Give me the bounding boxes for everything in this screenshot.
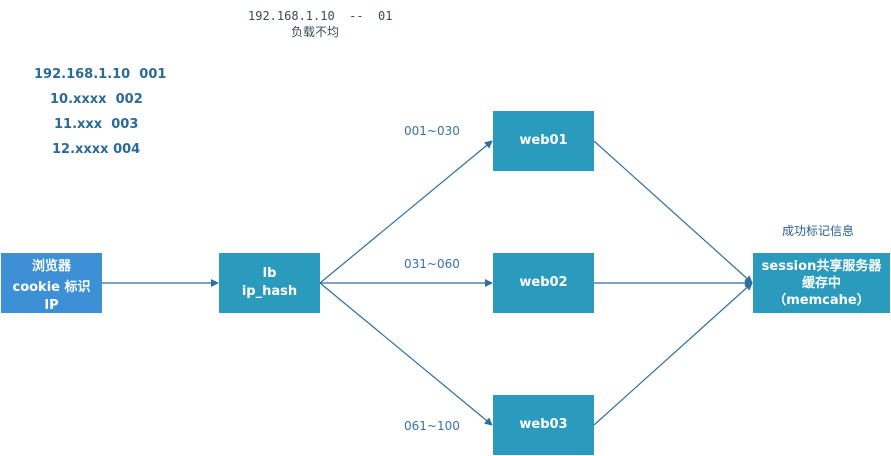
web01-node: web01 [493,111,594,171]
edge-lb-to-web03 [319,282,493,426]
browser-node-ip: IP [44,298,59,313]
success-mark-label: 成功标记信息 [782,224,855,238]
ip-mapping-line-2: 10.xxxx 002 [50,92,143,107]
top-note-uneven-load: 负载不均 [291,25,340,39]
web03-node: web03 [493,395,594,455]
session-server-cache: 缓存中 [801,275,841,291]
edge-label-web01-range: 001~030 [404,124,460,138]
load-balancer-node: lb ip_hash [219,253,320,313]
browser-node-title: 浏览器 [31,259,71,274]
session-server-memcache: （memcahe） [773,292,870,308]
edge-lb-to-web01 [319,140,493,284]
ip-mapping-line-4: 12.xxxx 004 [52,142,141,157]
web02-label: web02 [519,275,568,290]
ip-mapping-line-3: 11.xxx 003 [54,117,139,132]
edge-web03-to-session [593,282,753,426]
edge-label-web03-range: 061~100 [404,419,460,433]
web01-label: web01 [519,133,568,148]
web03-label: web03 [519,417,568,432]
web02-node: web02 [493,253,594,313]
browser-node: 浏览器 cookie 标识 IP [1,253,102,313]
edge-label-web02-range: 031~060 [404,257,460,271]
browser-node-cookie: cookie 标识 [12,280,91,295]
session-server-title: session共享服务器 [761,258,882,274]
edge-web01-to-session [593,140,753,284]
session-server-node: session共享服务器 缓存中 （memcahe） [753,253,890,313]
load-balancer-method: ip_hash [241,284,298,299]
top-note-ip: 192.168.1.10 -- 01 [248,9,393,23]
load-balancer-name: lb [262,266,277,281]
ip-mapping-line-1: 192.168.1.10 001 [34,67,167,82]
